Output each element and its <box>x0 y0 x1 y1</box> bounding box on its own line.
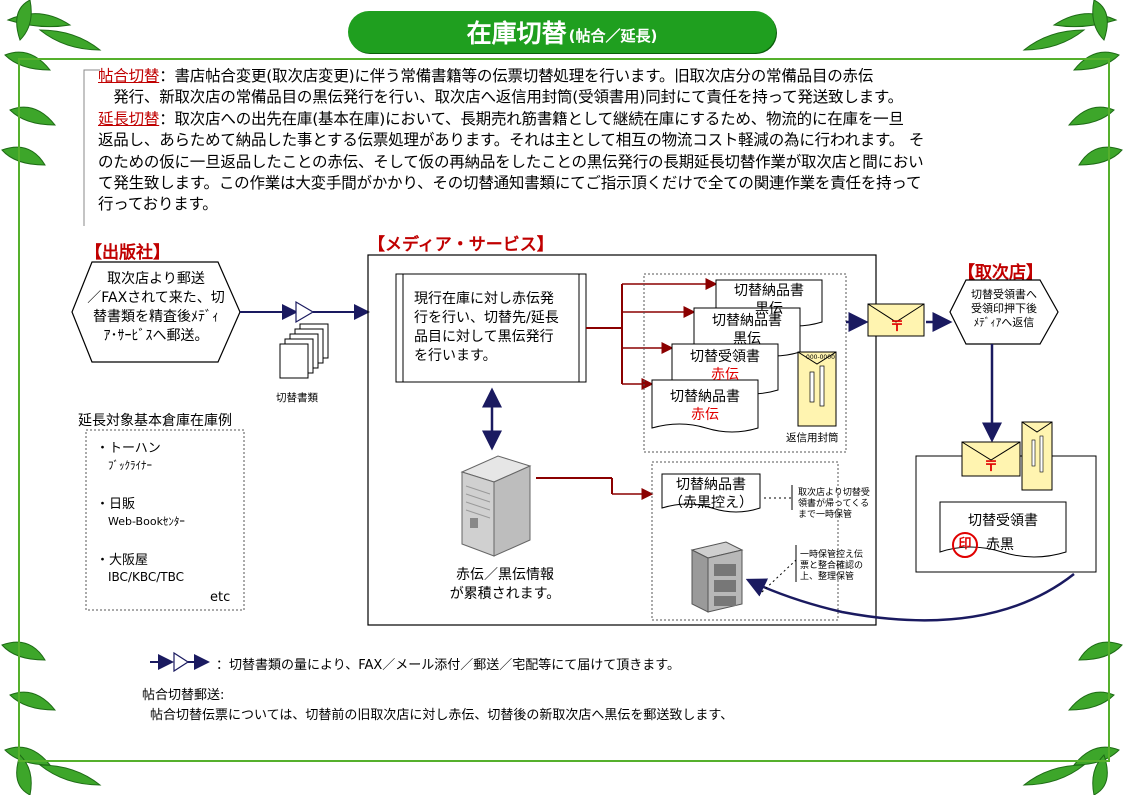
doc-nouhin-kuro-1: 切替納品書 黒伝 <box>734 283 804 317</box>
distributor-receipt-akakuro: 赤黒 <box>986 537 1014 553</box>
intro-line-1: 帖合切替：書店帖合変更(取次店変更)に伴う常備書籍等の伝票切替処理を行います。旧… <box>98 67 874 85</box>
note-temporary-keep: 取次店より切替受 領書が帰ってくる まで一時保管 <box>798 488 870 520</box>
page-title: 在庫切替 (帖合／延長) <box>348 11 776 53</box>
distributor-box-text: 切替受領書へ 受領印押下後 ﾒﾃﾞｨｱへ返信 <box>971 288 1037 329</box>
note-organize-keep: 一時保管控え伝 票と整合確認の 上、整理保管 <box>800 550 864 582</box>
postal-mark-1: 〒 <box>890 319 904 335</box>
intro-line-2: 発行、新取次店の常備品目の黒伝発行を行い、取次店へ返信用封筒(受領書用)同封にて… <box>98 88 903 107</box>
mail-envelope-icon <box>867 303 925 337</box>
warehouse-item-osakaya: ・大阪屋 <box>96 553 149 568</box>
intro-line-4: 返品し、あらためて納品した事とする伝票処理があります。それは主として相互の物流コ… <box>98 131 925 150</box>
intro-line-5: のための仮に一旦返品したことの赤伝、そして仮の再納品をしたことの黒伝発行の長期延… <box>98 152 924 171</box>
documents-label: 切替書類 <box>276 392 318 404</box>
return-envelope-mark: 000-0000 <box>806 354 835 361</box>
footer-section-title: 帖合切替郵送: <box>142 688 225 703</box>
intro-line-3: 延長切替：取次店への出先在庫(基本在庫)において、長期売れ筋書籍として継続在庫に… <box>98 109 904 128</box>
intro-line-7: 行っております。 <box>98 195 218 214</box>
warehouse-box <box>85 429 245 611</box>
return-envelope-label: 返信用封筒 <box>786 432 839 444</box>
distributor-box-shape <box>949 279 1059 345</box>
doc-copy-akakuro: 切替納品書 （赤黒控え） <box>669 477 753 511</box>
warehouse-item-tohan: ・トーハン <box>96 441 161 456</box>
server-text: 赤伝／黒伝情報 が累積されます。 <box>449 567 561 602</box>
seal-stamp-icon: 印 <box>952 532 978 558</box>
distributor-receipt-title: 切替受領書 <box>968 513 1038 529</box>
intro-text: 帖合切替：書店帖合変更(取次店変更)に伴う常備書籍等の伝票切替処理を行います。旧… <box>98 66 1058 216</box>
documents-stack-icon <box>279 323 329 379</box>
process-box <box>395 273 587 383</box>
postal-mark-2: 〒 <box>984 459 998 475</box>
publisher-label: 【出版社】 <box>85 243 170 263</box>
leaf-decoration-top-right <box>1022 0 1123 166</box>
distributor-label: 【取次店】 <box>958 263 1043 283</box>
term-choai: 帖合切替 <box>98 67 160 85</box>
term-encho: 延長切替 <box>98 109 160 128</box>
doc-nouhin-kuro-2: 切替納品書 黒伝 <box>712 313 782 347</box>
copy-docs-group <box>651 461 839 621</box>
doc-juryo-aka: 切替受領書 赤伝 <box>690 349 760 383</box>
title-subtitle: (帖合／延長) <box>568 26 658 45</box>
media-service-label: 【メディア・サービス】 <box>368 235 554 255</box>
warehouse-etc: etc <box>210 590 231 605</box>
warehouse-title: 延長対象基本倉庫在庫例 <box>78 413 232 429</box>
delivery-triangle-icon <box>295 300 315 324</box>
return-envelope-icon <box>797 351 837 427</box>
publisher-box-shape <box>71 261 241 363</box>
distributor-envelopes-icon <box>961 421 1053 491</box>
warehouse-item-nippan: ・日販 <box>96 497 136 512</box>
publisher-box-text: 取次店より郵送 ／FAXされて来た、切 替書類を精査後ﾒﾃﾞｨ ｱ･ｻｰﾋﾞｽへ… <box>87 271 225 344</box>
footer-legend-text: ：切替書類の量により、FAX／メール添付／郵送／宅配等にて届けて頂きます。 <box>216 658 681 673</box>
media-service-box <box>367 254 877 626</box>
footer-section-text: 帖合切替伝票については、切替前の旧取次店に対し赤伝、切替後の新取次店へ黒伝を郵送… <box>150 708 734 723</box>
server-icon <box>460 455 532 557</box>
content-frame <box>18 58 1110 762</box>
warehouse-list: ・トーハン ﾌﾞｯｸﾗｲﾅｰ ・日販 Web-Bookｾﾝﾀｰ ・大阪屋 IBC… <box>96 440 236 586</box>
outgoing-docs-group <box>643 273 847 453</box>
intro-bracket <box>83 69 100 226</box>
leaf-decoration-top-left <box>1 0 102 166</box>
filing-cabinet-icon <box>690 541 744 613</box>
title-main: 在庫切替 <box>466 19 567 48</box>
intro-line-6: て発生致します。この作業は大変手間がかかり、その切替通知書類にてご指示頂くだけで… <box>98 174 922 193</box>
process-box-text: 現行在庫に対し赤伝発 行を行い、切替先/延長 品目に対して黒伝発行 を行います。 <box>414 291 559 364</box>
doc-nouhin-aka: 切替納品書 赤伝 <box>670 389 740 423</box>
